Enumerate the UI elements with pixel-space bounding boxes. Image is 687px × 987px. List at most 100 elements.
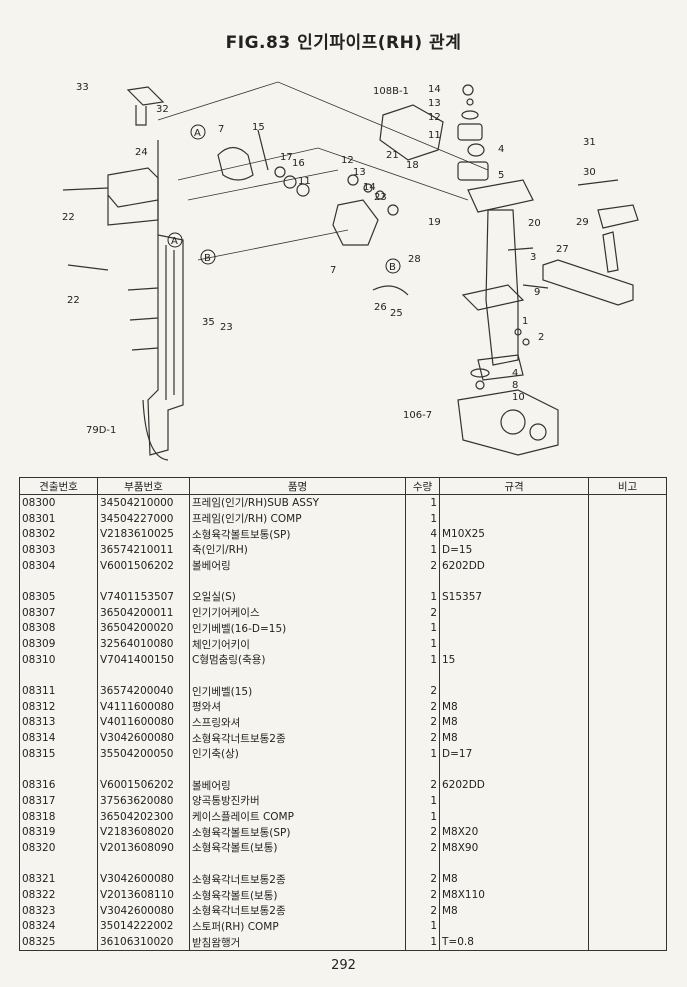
- cell-part-number: V2183610025: [97, 526, 190, 543]
- cell-spec: [439, 793, 589, 809]
- table-row: [19, 855, 667, 872]
- cell-part-number: V6001506202: [97, 777, 190, 794]
- cell-ref-number: 08317: [19, 793, 98, 809]
- cell-part-number: V2013608090: [97, 840, 190, 856]
- cell-part-number: V6001506202: [97, 557, 190, 574]
- callout-label: 23: [374, 192, 387, 203]
- cell-remarks: [588, 526, 667, 543]
- cell-part-name: 인기축(상): [189, 746, 406, 762]
- cell-spec: M8: [439, 730, 589, 746]
- cell-remarks: [588, 887, 667, 903]
- cell-ref-number: 08305: [19, 589, 98, 605]
- cell-spec: M8: [439, 714, 589, 731]
- cell-part-name: 볼베어링: [189, 777, 406, 794]
- cell-ref-number: 08301: [19, 510, 98, 527]
- cell-quantity: 1: [405, 636, 440, 652]
- callout-label: 22: [67, 295, 80, 306]
- callout-label: 29: [576, 217, 589, 228]
- callout-label: 8: [512, 380, 518, 391]
- cell-ref-number: 08303: [19, 542, 98, 558]
- cell-part-number: [97, 667, 190, 684]
- table-row: [19, 761, 667, 778]
- cell-part-name: 프레임(인기/RH) COMP: [189, 510, 406, 527]
- column-header: 규격: [439, 477, 589, 495]
- callout-label: 14: [363, 182, 376, 193]
- callout-label: 30: [583, 167, 596, 178]
- cell-part-name: 스프링와셔: [189, 714, 406, 731]
- cell-part-name: 소형육각볼트(보통): [189, 840, 406, 856]
- cell-quantity: 1: [405, 808, 440, 825]
- cell-spec: D=15: [439, 542, 589, 558]
- cell-part-name: 프레임(인기/RH)SUB ASSY: [189, 494, 406, 511]
- cell-spec: 6202DD: [439, 557, 589, 574]
- cell-remarks: [588, 494, 667, 511]
- cell-remarks: [588, 840, 667, 856]
- column-header: 부품번호: [97, 477, 190, 495]
- cell-quantity: 2: [405, 698, 440, 715]
- diagram-callout-labels: 33 32 7 15 17 16 11 12 13 14 23 24 22 22…: [62, 82, 596, 436]
- exploded-parts-diagram: 33 32 7 15 17 16 11 12 13 14 23 24 22 22…: [18, 60, 668, 472]
- cell-ref-number: 08309: [19, 636, 98, 652]
- column-header: 비고: [588, 477, 667, 495]
- cell-part-name: 소형육각볼트보통(SP): [189, 824, 406, 841]
- cell-quantity: [405, 573, 440, 590]
- callout-letter: A: [194, 128, 201, 139]
- cell-spec: M8X90: [439, 840, 589, 856]
- cell-part-number: 35504200050: [97, 746, 190, 762]
- callout-label: 7: [330, 265, 336, 276]
- cell-remarks: [588, 777, 667, 794]
- cell-part-number: 34504210000: [97, 494, 190, 511]
- callout-label: 33: [76, 82, 89, 93]
- cell-part-name: 받침왐행거: [189, 934, 406, 951]
- cell-part-name: [189, 573, 406, 590]
- cell-remarks: [588, 683, 667, 699]
- cell-ref-number: 08323: [19, 902, 98, 919]
- cell-quantity: 2: [405, 604, 440, 621]
- cell-quantity: 1: [405, 620, 440, 637]
- callout-label: 24: [135, 147, 148, 158]
- cell-ref-number: 08320: [19, 840, 98, 856]
- cell-quantity: 1: [405, 589, 440, 605]
- cell-spec: M8: [439, 902, 589, 919]
- table-row: [19, 573, 667, 590]
- cell-ref-number: 08304: [19, 557, 98, 574]
- cell-part-name: 축(인기/RH): [189, 542, 406, 558]
- callout-label: 106-7: [403, 410, 432, 421]
- cell-quantity: 2: [405, 902, 440, 919]
- callout-label: 5: [498, 170, 504, 181]
- callout-label: 20: [528, 218, 541, 229]
- cell-ref-number: 08321: [19, 871, 98, 888]
- cell-part-name: 소형육각너트보통2종: [189, 902, 406, 919]
- cell-ref-number: 08302: [19, 526, 98, 543]
- figure-title: FIG.83 인기파이프(RH) 관계: [225, 33, 462, 53]
- cell-part-number: 36504200011: [97, 604, 190, 621]
- callout-label: 25: [390, 308, 403, 319]
- callout-label: 10: [512, 392, 525, 403]
- callout-label: 1: [522, 316, 528, 327]
- callout-label: 2: [538, 332, 544, 343]
- cell-remarks: [588, 636, 667, 652]
- cell-ref-number: 08311: [19, 683, 98, 699]
- callout-label: 26: [374, 302, 387, 313]
- cell-part-name: 인기기어케이스: [189, 604, 406, 621]
- callout-label: 31: [583, 137, 596, 148]
- callout-label: 4: [498, 144, 504, 155]
- cell-remarks: [588, 824, 667, 841]
- callout-label: 13: [353, 167, 366, 178]
- table-row: [19, 667, 667, 684]
- callout-label: 22: [62, 212, 75, 223]
- cell-quantity: 1: [405, 651, 440, 668]
- cell-remarks: [588, 808, 667, 825]
- cell-remarks: [588, 793, 667, 809]
- cell-remarks: [588, 604, 667, 621]
- cell-part-number: V4011600080: [97, 714, 190, 731]
- cell-part-number: 36504200020: [97, 620, 190, 637]
- cell-spec: [439, 620, 589, 637]
